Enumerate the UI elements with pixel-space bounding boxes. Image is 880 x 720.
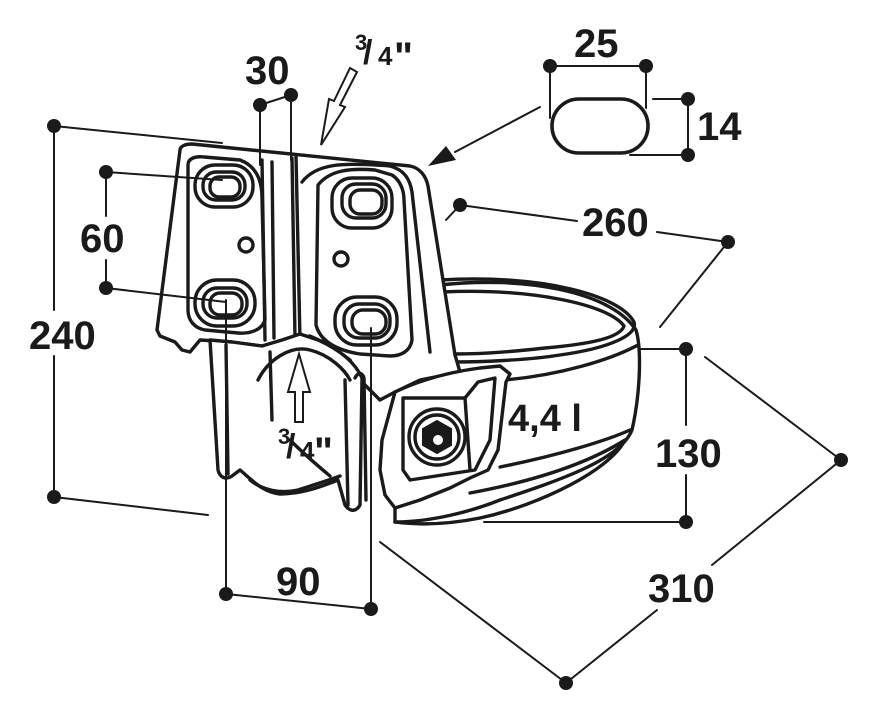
dim-240-dot-top — [47, 119, 61, 133]
fraction-bottom-slash: / — [286, 428, 296, 466]
right-panel-hole — [332, 250, 350, 268]
valve-nut-ring-inner — [413, 413, 461, 461]
bowl-rim-inner — [440, 289, 626, 356]
label-260: 260 — [582, 201, 649, 245]
fraction-label-top: 3 / 4 " — [355, 30, 413, 79]
mounting-slot-right-lower — [333, 295, 399, 347]
fraction-label-bottom: 3 / 4 " — [278, 424, 333, 474]
label-90: 90 — [276, 560, 321, 604]
bowl-band-bottom — [498, 428, 632, 469]
dim-130-dot-top — [679, 342, 693, 356]
fraction-bottom-unit: " — [314, 430, 333, 474]
dim-14-dot-bottom — [681, 148, 695, 162]
left-panel-hole — [237, 236, 255, 254]
left-leg — [208, 332, 364, 512]
bowl-bottom-curve — [393, 438, 627, 526]
dim-310-dot-right — [834, 453, 848, 467]
fraction-top-denominator: 4 — [378, 41, 393, 71]
dim-25-dot-right — [639, 59, 653, 73]
slot-pointer-line — [454, 106, 541, 153]
dim-310-ext-right — [704, 356, 842, 461]
right-panel-frame — [314, 167, 414, 358]
dim-14-dot-top — [681, 92, 695, 106]
dim-60-dot-top — [99, 165, 113, 179]
label-25: 25 — [574, 22, 619, 66]
valve-housing-face — [401, 376, 497, 482]
label-capacity: 4,4 l — [508, 398, 582, 440]
fraction-top-numerator: 3 — [355, 30, 367, 55]
dim-260-dot-right — [721, 235, 735, 249]
dim-240-ext-bottom — [53, 496, 209, 516]
right-leg-edge — [343, 378, 350, 507]
dim-60-ext-top — [105, 171, 223, 181]
mounting-slot-right-upper — [330, 176, 394, 230]
dim-30-dot-right — [284, 88, 298, 102]
dim-60-dot-bottom — [99, 281, 113, 295]
slot-detail — [428, 59, 695, 166]
hollow-arrow-down-icon — [320, 66, 359, 146]
dim-240-dot-bottom — [47, 490, 61, 504]
dimension-lines — [47, 88, 848, 690]
dim-260-line-left — [459, 204, 578, 222]
dim-310-ext-left — [379, 541, 567, 684]
label-310: 310 — [648, 567, 715, 611]
dim-90-line — [225, 593, 372, 610]
bowl-rim-outer — [438, 277, 636, 364]
label-14: 14 — [697, 105, 742, 149]
valve-housing-edge — [463, 396, 472, 472]
center-rib-lower — [268, 350, 274, 422]
lower-curve — [248, 474, 342, 494]
valve-nut-bore — [433, 435, 443, 445]
dim-90-dot-right — [364, 602, 378, 616]
dim-260-ext-right — [659, 241, 729, 328]
center-rib-right — [294, 154, 302, 342]
dim-310-dot-bottom — [559, 676, 573, 690]
right-leg-edge2 — [353, 371, 368, 502]
dimension-labels: 240 60 90 30 260 130 310 25 14 4,4 l — [29, 22, 742, 611]
dim-30-dot-left — [253, 98, 267, 112]
dim-260-line-right — [656, 231, 729, 243]
left-panel-frame — [186, 155, 267, 335]
fraction-bottom-denominator: 4 — [300, 436, 315, 466]
label-30: 30 — [245, 49, 290, 93]
slot-pointer-arrow-icon — [428, 146, 456, 166]
connection-top — [320, 66, 359, 146]
fraction-bottom-numerator: 3 — [278, 424, 290, 449]
dim-310-line-right — [711, 459, 842, 566]
fraction-top-slash: / — [363, 34, 373, 72]
valve-housing — [378, 364, 512, 510]
bowl-band-top — [503, 343, 640, 382]
dim-260-dot-left — [453, 198, 467, 212]
label-240: 240 — [29, 314, 96, 358]
label-130: 130 — [655, 432, 722, 476]
dim-240-ext-top — [53, 125, 223, 144]
hollow-arrow-up-icon — [286, 350, 312, 423]
back-plate — [155, 142, 462, 402]
mounting-slot-left-upper — [193, 163, 255, 209]
fraction-top-unit: " — [394, 35, 413, 79]
dim-90-dot-left — [219, 587, 233, 601]
label-60: 60 — [80, 217, 125, 261]
dim-25-dot-left — [543, 59, 557, 73]
center-rib-inner2 — [290, 156, 297, 340]
center-rib-inner — [270, 160, 276, 340]
dim-130-dot-bottom — [679, 515, 693, 529]
dim-310-line-left — [565, 609, 658, 684]
lower-curve-2 — [288, 438, 332, 478]
dim-60-ext-bottom — [105, 287, 227, 303]
front-lower-body — [208, 332, 368, 512]
slot-detail-oval — [550, 97, 650, 155]
right-panel-outer — [300, 162, 432, 354]
connection-bottom — [286, 350, 312, 423]
